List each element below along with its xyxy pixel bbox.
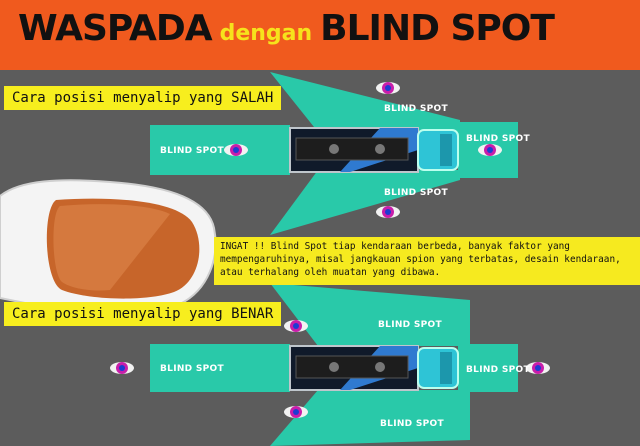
blind-spot-label: BLIND SPOT [160,364,225,374]
label-wrong: Cara posisi menyalip yang SALAH [4,86,282,110]
motorbike-icon [376,82,400,94]
header-banner [0,0,640,70]
title-blind-spot: BLIND SPOT [320,8,555,49]
title-waspada: WASPADA [18,8,213,49]
blind-spot-label: BLIND SPOT [160,146,225,156]
scene-right: BLIND SPOT BLIND SPOT BLIND SPOT BLIND S… [110,283,550,446]
zone-upper-wrong [270,72,460,132]
zone-rear-wrong [150,125,290,175]
motorbike-icon [526,362,550,374]
motorbike-icon [376,206,400,218]
truck-icon [289,127,459,173]
motorbike-icon [224,144,248,156]
note-text: INGAT !! Blind Spot tiap kendaraan berbe… [220,241,621,278]
blind-spot-label: BLIND SPOT [384,188,449,198]
blind-spot-label: BLIND SPOT [466,365,531,375]
motorbike-icon [284,406,308,418]
title-dengan: dengan [219,21,313,46]
motorbike-icon [110,362,134,374]
blind-spot-label: BLIND SPOT [384,104,449,114]
motorbike-icon [478,144,502,156]
zone-rear-right [150,344,290,392]
note-banner [214,237,640,285]
motorbike-icon [284,320,308,332]
zone-lower-wrong [270,170,460,235]
blind-spot-label: BLIND SPOT [380,419,445,429]
label-right: Cara posisi menyalip yang BENAR [4,302,282,326]
scene-wrong: BLIND SPOT BLIND SPOT BLIND SPOT BLIND S… [150,72,531,235]
side-mirror-icon [0,179,217,315]
zone-upper-right [270,283,470,346]
truck-icon [289,345,459,391]
blind-spot-label: BLIND SPOT [466,134,531,144]
zone-lower-right [270,390,470,446]
zone-front-right [458,344,518,392]
blind-spot-label: BLIND SPOT [378,320,443,330]
